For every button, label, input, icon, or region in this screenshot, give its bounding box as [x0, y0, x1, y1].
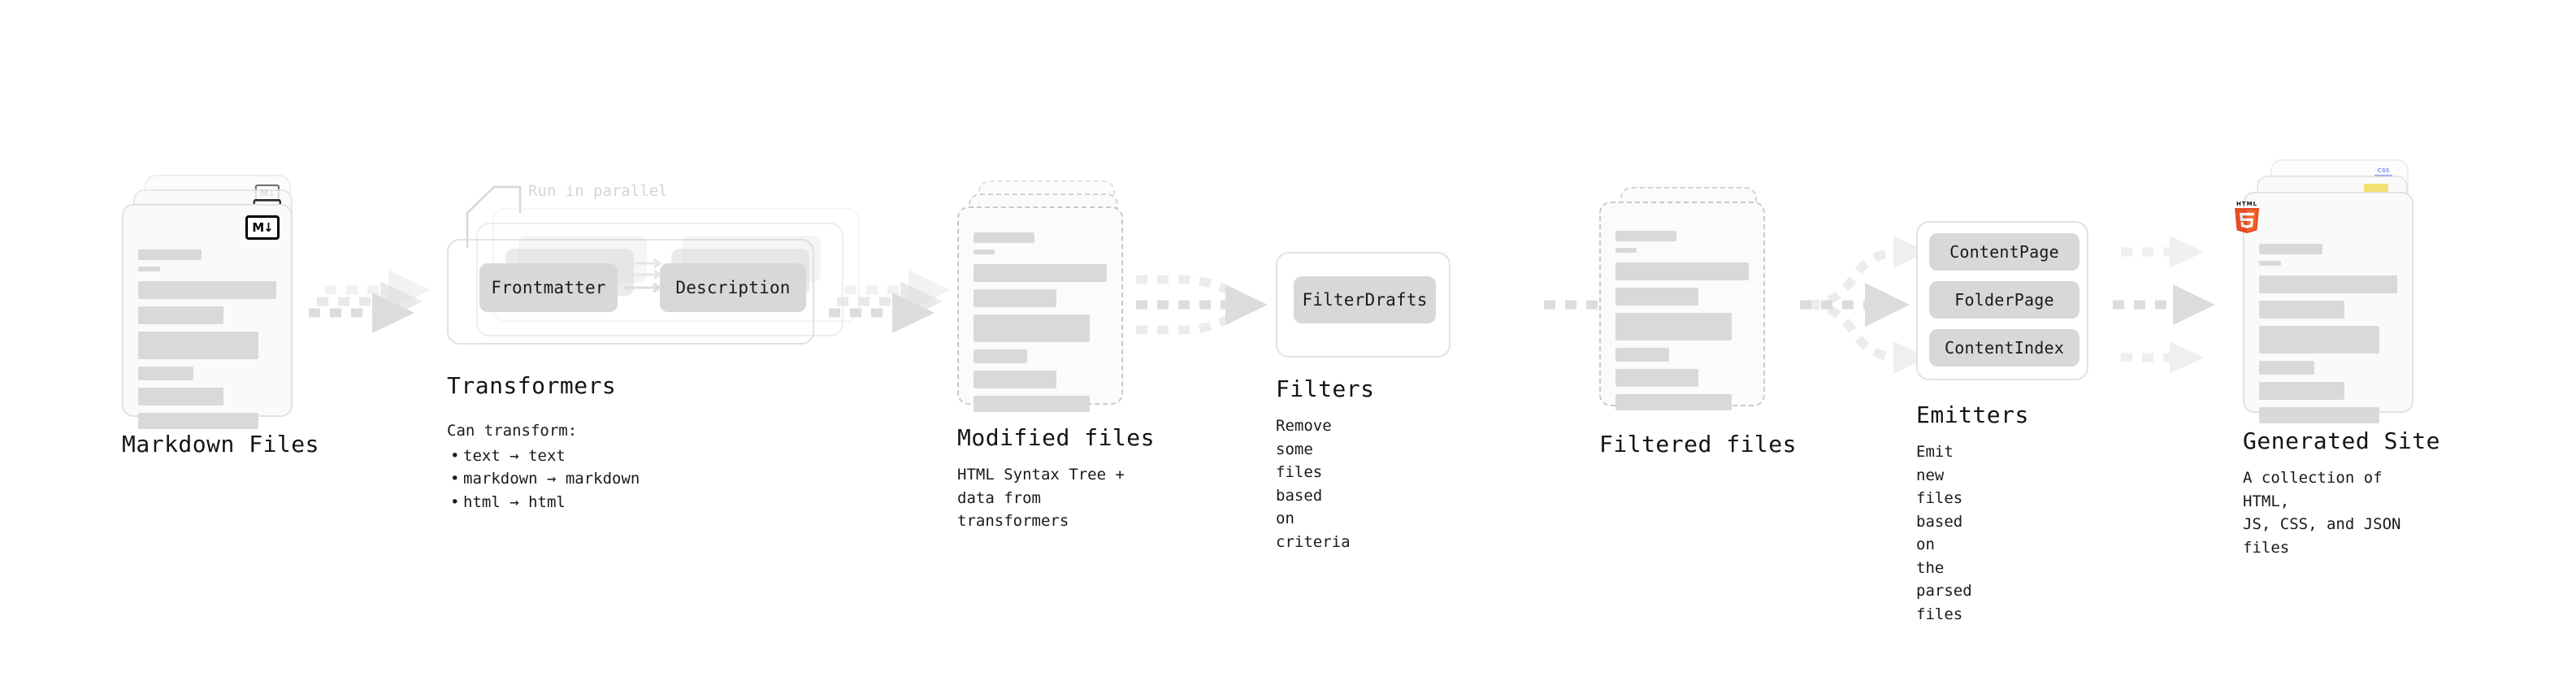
modified-file-stack [957, 180, 1144, 416]
emitter-chip-folderpage[interactable]: FolderPage [1929, 281, 2079, 319]
stage-title-filters: Filters [1276, 375, 1375, 402]
stage-markdown-files: M↓ M↓ M↓ Markdown Files [122, 175, 319, 458]
generated-card-front-html: HTML [2235, 192, 2413, 423]
content-bar [1615, 248, 1637, 253]
content-bar [974, 314, 1090, 342]
content-bar [2259, 326, 2379, 354]
filtered-file-stack [1599, 187, 1786, 423]
emitters-group-box: ContentPage FolderPage ContentIndex [1916, 221, 2088, 380]
content-bar [2259, 382, 2345, 400]
content-bar [138, 267, 161, 271]
content-bar [138, 413, 258, 429]
transformer-chip-frontmatter[interactable]: Frontmatter [479, 263, 618, 312]
transformer-group-front [447, 239, 814, 345]
stage-filtered-files: Filtered files [1599, 187, 1797, 458]
content-bar [1615, 288, 1698, 306]
filtered-card-front [1599, 202, 1765, 410]
emitter-chip-contentpage[interactable]: ContentPage [1929, 233, 2079, 271]
arrow-markdown-to-transformers [309, 270, 431, 333]
arrow-emitters-to-site [2113, 236, 2215, 374]
generated-card-content [2259, 244, 2397, 423]
stage-title-transformers: Transformers [447, 372, 617, 399]
stage-title-filtered-files: Filtered files [1599, 431, 1798, 458]
content-bar [2259, 244, 2323, 254]
emitter-chip-contentindex[interactable]: ContentIndex [1929, 329, 2079, 367]
content-bar [974, 349, 1027, 363]
content-bar [138, 306, 224, 324]
content-bar [1615, 348, 1669, 362]
stage-generated-site: CSS HTML [2235, 159, 2440, 557]
transformers-bullet-item: html → html [450, 491, 640, 514]
transformers-bullets-lead: Can transform: [447, 422, 578, 440]
content-bar [2259, 361, 2314, 375]
stage-modified-files: Modified files HTML Syntax Tree + data f… [957, 180, 1155, 530]
filters-group-box: FilterDrafts [1276, 252, 1451, 358]
content-bar [2259, 261, 2282, 266]
stage-subtitle-filters: Remove some files based on criteria [1276, 417, 1351, 551]
html5-icon: HTML [2233, 202, 2261, 234]
content-bar [138, 388, 224, 406]
content-bar [974, 371, 1056, 388]
content-bar [138, 367, 193, 380]
content-bar [2259, 275, 2397, 293]
transformers-bullet-item: markdown → markdown [450, 467, 640, 491]
content-bar [974, 289, 1056, 307]
content-bar [2259, 407, 2379, 423]
markdown-card-front: M↓ [122, 204, 293, 429]
generated-file-stack: CSS HTML [2235, 159, 2438, 423]
run-in-parallel-label: Run in parallel [528, 182, 668, 200]
transformers-bullets: Can transform: text → text markdown → ma… [447, 419, 640, 514]
filtered-card-content [1615, 231, 1749, 410]
content-bar [974, 232, 1035, 243]
content-bar [1615, 394, 1732, 410]
markdown-file-stack: M↓ M↓ M↓ [122, 175, 309, 429]
content-bar [1615, 369, 1698, 387]
transformer-chip-description[interactable]: Description [660, 263, 806, 312]
markdown-card-content [138, 249, 276, 429]
modified-card-content [974, 232, 1107, 412]
stage-title-generated-site: Generated Site [2243, 427, 2441, 454]
content-bar [1615, 262, 1749, 280]
content-bar [138, 249, 202, 260]
modified-card-front [957, 206, 1123, 412]
content-bar [974, 249, 995, 254]
arrow-filtered-to-emitters [1800, 236, 1928, 374]
transformer-group-back-1 [476, 223, 843, 336]
stage-title-markdown-files: Markdown Files [122, 431, 320, 458]
stage-subtitle-generated-site: A collection of HTML, JS, CSS, and JSON … [2243, 469, 2401, 557]
stage-subtitle-emitters: Emit new files based on the parsed files [1916, 443, 1972, 623]
content-bar [974, 396, 1090, 412]
content-bar [138, 332, 258, 359]
markdown-icon: M↓ [245, 215, 280, 240]
filter-chip-filterdrafts[interactable]: FilterDrafts [1294, 276, 1436, 323]
content-bar [1615, 231, 1677, 241]
arrow-modified-to-filters [1136, 275, 1268, 335]
content-bar [138, 281, 276, 299]
content-bar [974, 264, 1107, 282]
stage-title-emitters: Emitters [1916, 401, 2029, 428]
content-bar [1615, 313, 1732, 340]
transformer-inner-arrows [624, 258, 662, 293]
transformers-bullet-item: text → text [450, 445, 640, 468]
stage-title-modified-files: Modified files [957, 424, 1156, 451]
stage-subtitle-modified-files: HTML Syntax Tree + data from transformer… [957, 466, 1125, 530]
content-bar [2259, 301, 2345, 319]
